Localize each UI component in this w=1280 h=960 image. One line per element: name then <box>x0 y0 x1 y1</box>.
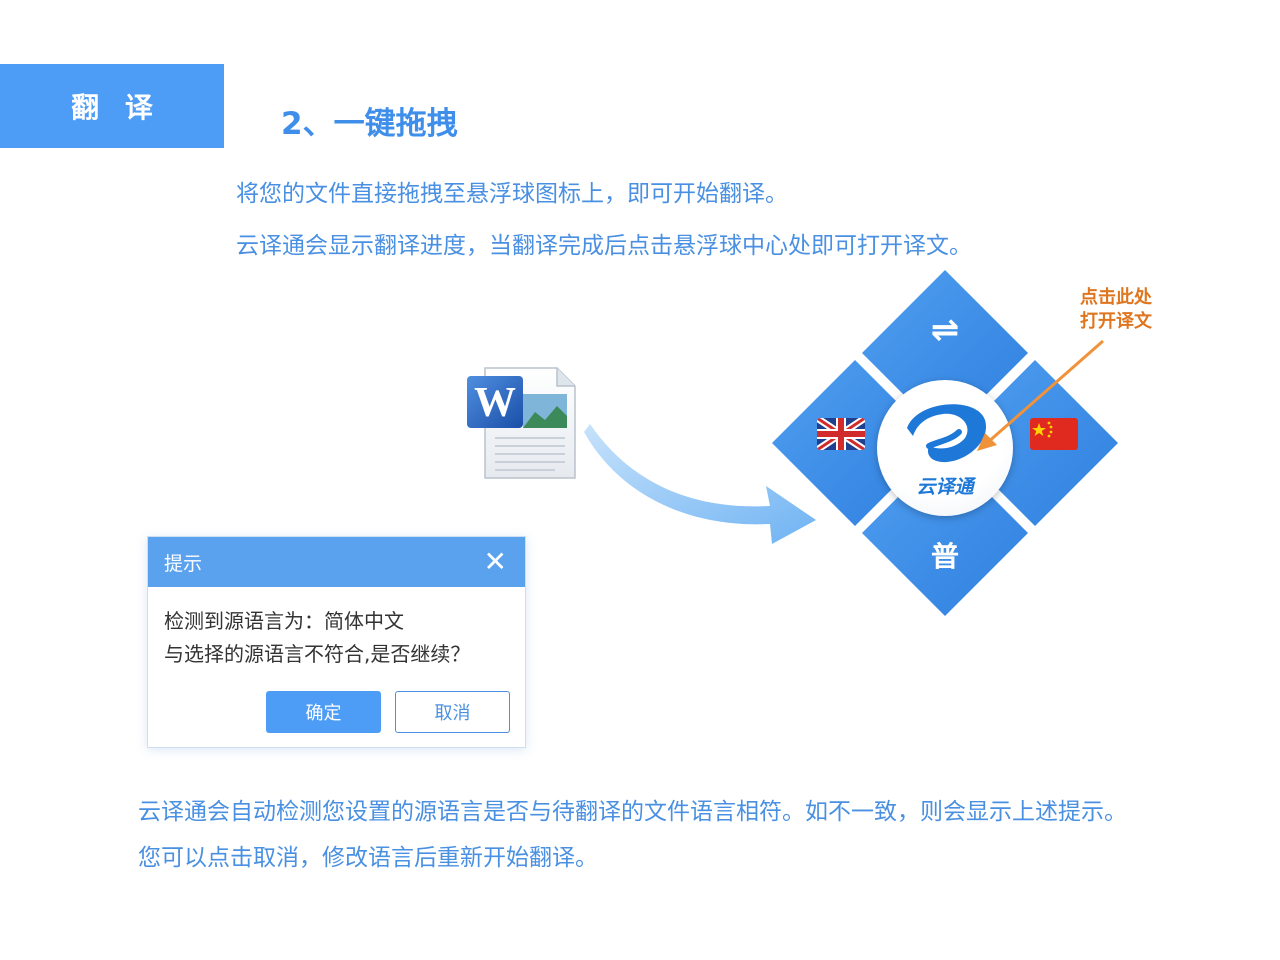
intro-line-2: 云译通会显示翻译进度，当翻译完成后点击悬浮球中心处即可打开译文。 <box>236 233 972 259</box>
dialog-header: 提示 ✕ <box>148 537 525 587</box>
yiyitong-logo-icon <box>907 404 987 463</box>
float-ball-center[interactable]: 云译通 <box>877 380 1013 516</box>
callout-line-2: 打开译文 <box>1080 311 1152 332</box>
dialog-message-line-1: 检测到源语言为：简体中文 <box>164 609 404 633</box>
drag-arrow-icon <box>584 424 816 544</box>
confirm-button[interactable]: 确定 <box>266 691 381 733</box>
swap-icon[interactable]: ⇌ <box>930 310 960 350</box>
cancel-button[interactable]: 取消 <box>395 691 510 733</box>
china-flag-icon[interactable] <box>1030 418 1078 450</box>
footer-line-2: 您可以点击取消，修改语言后重新开始翻译。 <box>138 845 598 871</box>
dialog-message-line-2: 与选择的源语言不符合,是否继续？ <box>164 642 471 666</box>
intro-line-1: 将您的文件直接拖拽至悬浮球图标上，即可开始翻译。 <box>236 181 788 207</box>
section-tab: 翻 译 <box>0 64 224 148</box>
dialog-message: 检测到源语言为：简体中文 与选择的源语言不符合,是否继续？ <box>148 587 525 671</box>
callout-arrow-icon <box>977 339 1104 451</box>
uk-flag-icon[interactable] <box>817 418 865 450</box>
page-heading: 2、一键拖拽 <box>281 106 458 142</box>
close-icon[interactable]: ✕ <box>483 545 507 578</box>
dialog-actions: 确定 取消 <box>266 691 510 733</box>
callout-line-1: 点击此处 <box>1080 287 1152 308</box>
general-domain-label[interactable]: 普 <box>930 540 959 573</box>
footer-line-1: 云译通会自动检测您设置的源语言是否与待翻译的文件语言相符。如不一致，则会显示上述… <box>138 799 1127 825</box>
dialog-title: 提示 <box>164 552 203 575</box>
logo-text: 云译通 <box>916 476 974 498</box>
callout-note: 点击此处 打开译文 <box>1068 286 1164 334</box>
word-letter: W <box>474 380 516 426</box>
word-document-icon[interactable]: W <box>465 364 577 482</box>
float-ball[interactable]: ⇌ 普 云译通 <box>772 270 1118 616</box>
language-mismatch-dialog: 提示 ✕ 检测到源语言为：简体中文 与选择的源语言不符合,是否继续？ 确定 取消 <box>147 536 526 748</box>
